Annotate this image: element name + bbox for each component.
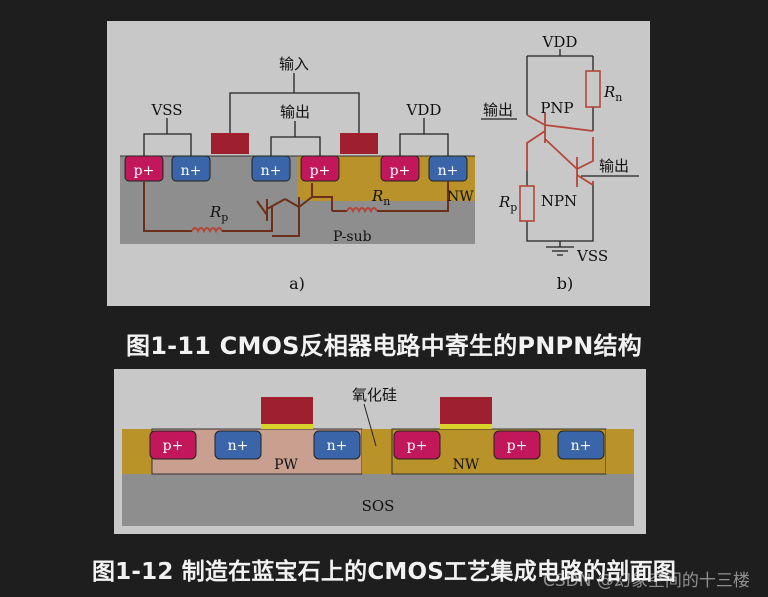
vss-label-b: VSS <box>576 247 608 265</box>
figure-2-panel: 氧化硅 p+ n+ n+ p+ p+ n+ PW NW SOS <box>114 369 646 534</box>
watermark: CSDN @幻象空间的十三楼 <box>543 571 750 591</box>
output-label-left: 输出 <box>483 101 513 119</box>
gate-oxide <box>440 424 492 429</box>
p-plus-diffusion <box>393 430 441 460</box>
sub-caption-a: a) <box>289 274 305 293</box>
oxide-pointer <box>363 403 377 447</box>
gate-oxide <box>261 424 313 429</box>
side-island-left <box>122 429 152 474</box>
sub-caption-b: b) <box>557 274 573 293</box>
sos-substrate <box>122 474 634 526</box>
output-label-right: 输出 <box>599 157 629 175</box>
p-sub-label: P-sub <box>333 229 372 245</box>
figure-2-diagram: 氧化硅 p+ n+ n+ p+ p+ n+ PW NW SOS <box>122 386 634 526</box>
oxide-label: 氧化硅 <box>352 386 397 404</box>
p-plus-label: p+ <box>390 163 411 179</box>
p-plus-label: p+ <box>163 438 184 454</box>
n-plus-diffusion <box>557 430 605 460</box>
rp-label: Rp <box>209 203 228 224</box>
n-plus-label: n+ <box>438 163 459 179</box>
n-plus-diffusion <box>214 430 262 460</box>
n-plus-label: n+ <box>571 438 592 454</box>
side-island-right <box>606 429 634 474</box>
vdd-label-b: VDD <box>542 33 578 51</box>
resistor-rn <box>585 70 601 108</box>
resistor-rp <box>519 185 535 222</box>
n-plus-label: n+ <box>228 438 249 454</box>
figure-1-diagram: p+ n+ n+ p+ p+ n+ VSS VDD 输入 输出 <box>120 33 639 293</box>
figure-2-caption: 图1-12 制造在蓝宝石上的CMOS工艺集成电路的剖面图 <box>91 559 677 585</box>
n-plus-label: n+ <box>181 163 202 179</box>
vdd-label: VDD <box>406 101 442 119</box>
p-plus-label: p+ <box>407 438 428 454</box>
npn-label: NPN <box>541 192 577 210</box>
rn-label-b: Rn <box>603 83 622 104</box>
gate-pmos <box>440 397 492 424</box>
n-plus-label: n+ <box>327 438 348 454</box>
n-well-label: NW <box>453 457 480 473</box>
p-well-label: PW <box>274 457 298 473</box>
n-plus-diffusion <box>313 430 361 460</box>
figure-1-caption: 图1-11 CMOS反相器电路中寄生的PNPN结构 <box>126 332 642 360</box>
figure-1-panel: p+ n+ n+ p+ p+ n+ VSS VDD 输入 输出 <box>107 21 650 306</box>
n-well-label: NW <box>447 189 474 205</box>
p-plus-label: p+ <box>134 163 155 179</box>
gate-pmos <box>340 133 378 154</box>
p-plus-diffusion <box>493 430 541 460</box>
n-plus-label: n+ <box>261 163 282 179</box>
rn-label: Rn <box>371 187 390 208</box>
sos-label: SOS <box>362 497 395 515</box>
isolation-oxide <box>362 429 392 474</box>
gate-nmos <box>261 397 313 424</box>
p-plus-label: p+ <box>310 163 331 179</box>
vss-label: VSS <box>150 101 182 119</box>
p-plus-label: p+ <box>507 438 528 454</box>
gate-nmos <box>211 133 249 154</box>
rp-label-b: Rp <box>498 193 517 214</box>
input-label: 输入 <box>279 55 309 73</box>
p-plus-diffusion <box>149 430 197 460</box>
pnp-label: PNP <box>540 99 573 117</box>
output-label: 输出 <box>280 103 310 121</box>
